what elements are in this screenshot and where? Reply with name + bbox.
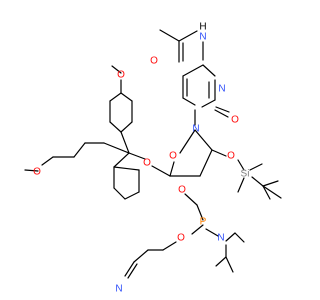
atom-label-o-methoxy-left: O xyxy=(33,167,41,178)
molecule-structure: O N H N N O O O O O O Si O P N O N xyxy=(24,22,282,295)
phosphoramidite-group xyxy=(184,193,245,273)
dmt-ether-link xyxy=(103,131,171,177)
furanose-ring xyxy=(169,129,213,177)
acetyl-group xyxy=(159,29,198,63)
atom-label-o-cyanoethyl: O xyxy=(177,233,185,244)
methoxyphenyl-top xyxy=(109,65,133,133)
atom-label-o-acetyl: O xyxy=(150,56,158,67)
atom-label-o-carbonyl: O xyxy=(231,115,239,126)
atom-label-n-amine: N xyxy=(217,233,224,244)
tbs-silyl-group xyxy=(211,149,282,200)
atom-label-o-phosphite: O xyxy=(178,185,186,196)
cytosine-ring xyxy=(182,64,230,126)
atom-label-o-silyl: O xyxy=(227,151,235,162)
methoxyphenyl-left xyxy=(24,142,105,172)
atom-label-n-ring-3: N xyxy=(218,84,225,95)
atom-label-n-nitrile: N xyxy=(115,284,122,295)
cyanoethyl-group xyxy=(124,241,177,279)
atom-label-o-methoxy-top: O xyxy=(117,70,125,81)
atom-label-o-ether: O xyxy=(143,158,151,169)
atom-label-p: P xyxy=(200,217,207,228)
atom-label-si: Si xyxy=(241,169,250,180)
atom-label-o-furanose: O xyxy=(169,151,177,162)
atom-label-h-amide: H xyxy=(199,22,206,33)
atom-label-n-ring-1: N xyxy=(192,124,199,135)
phenyl-ring xyxy=(113,166,140,200)
atom-label-n-amide: N xyxy=(199,32,206,43)
